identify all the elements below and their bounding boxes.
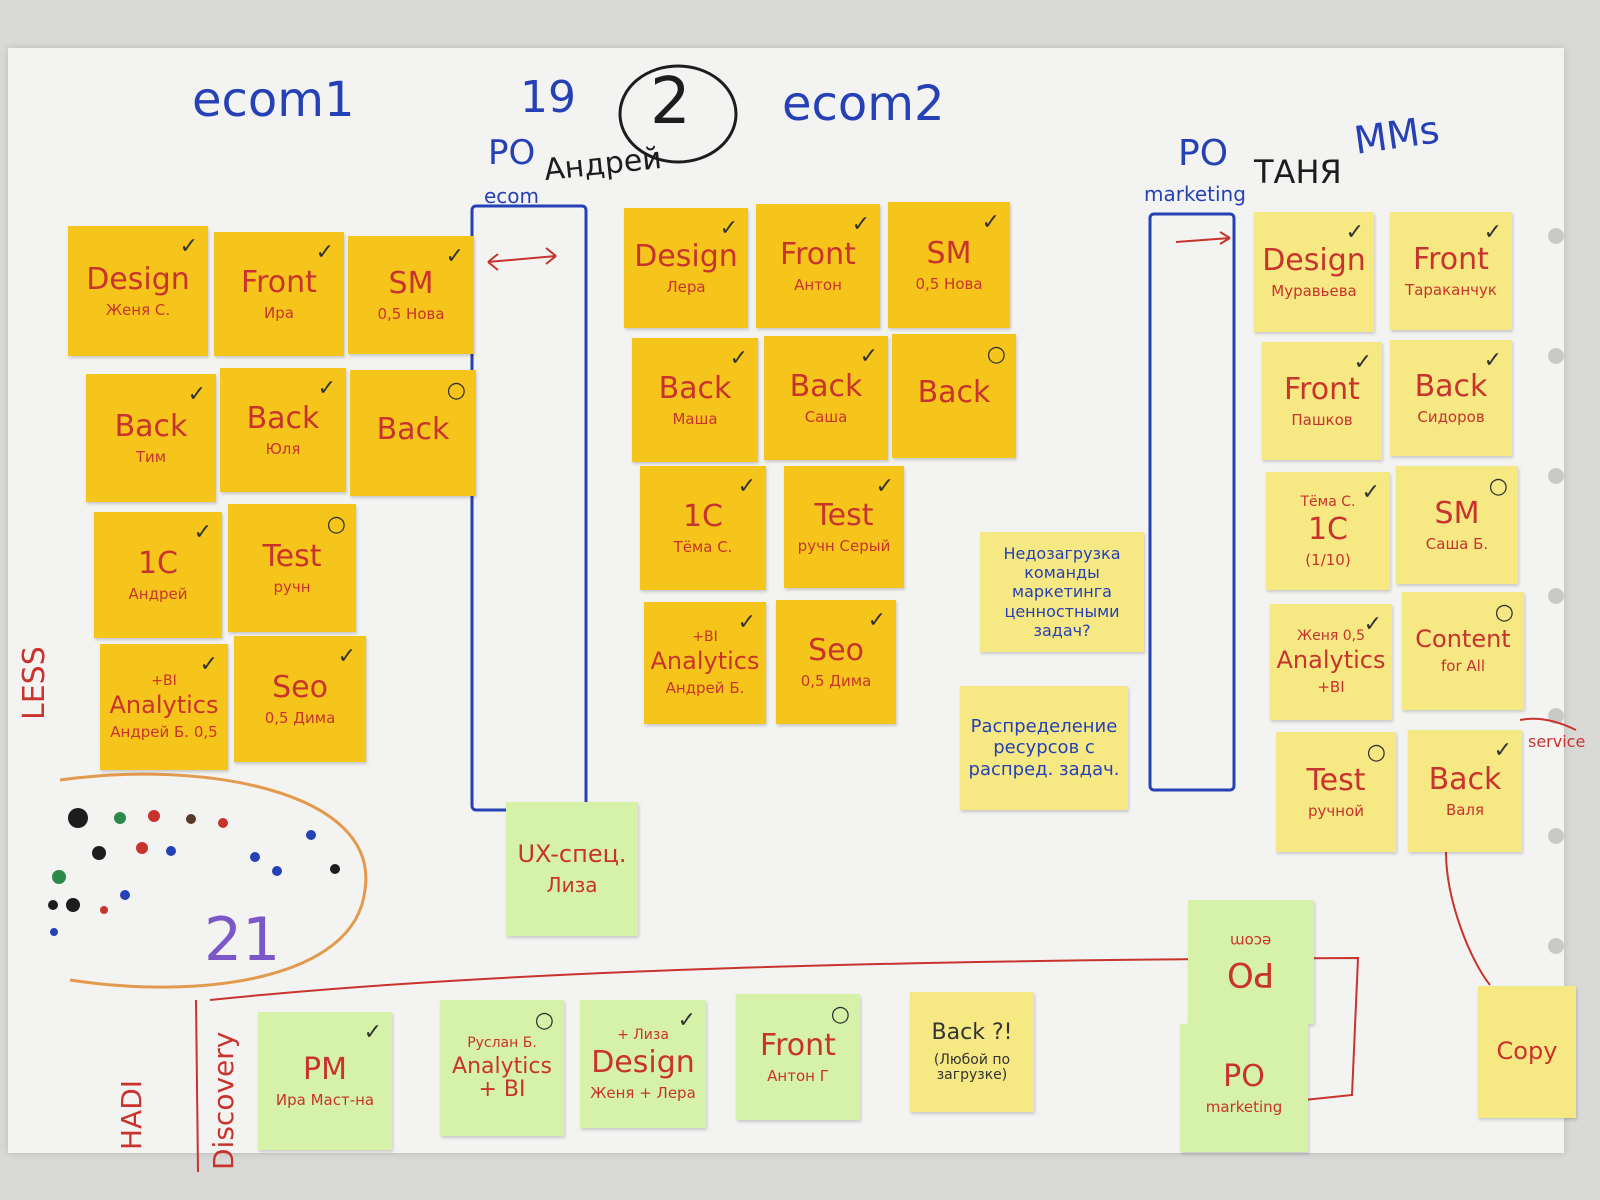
participant-dot [272,866,282,876]
po-marketing-column [1148,212,1236,792]
discovery-label: Discovery [207,1031,240,1170]
po-left-label: PO [488,133,536,173]
double-arrow-icon [487,247,557,271]
binder-hole [1548,468,1564,484]
binder-hole [1548,828,1564,844]
sticky-note: ○Руслан Б.Analytics + BI [440,1000,564,1136]
participant-dot [48,900,58,910]
ecom1-title: ecom1 [192,72,355,128]
po-ecom-column [470,204,588,812]
sticky-note-question: Недозагрузка команды маркетинга ценностн… [980,532,1144,652]
sticky-note: ○Back [892,334,1016,458]
po-right-name: ТАНЯ [1254,153,1342,191]
binder-hole [1548,588,1564,604]
participant-dot [306,830,316,840]
ecom2-title: ecom2 [782,76,945,132]
sticky-note: ✓Тёма С.1C(1/10) [1266,472,1390,590]
participants-oval [59,772,368,989]
po-right-sub: marketing [1144,182,1246,206]
circle-mark [618,64,738,164]
participant-dot [52,870,66,884]
participant-dot [50,928,58,936]
participant-dot [218,818,228,828]
number-21: 21 [204,905,281,975]
service-label: service [1528,732,1586,751]
sticky-note-resources: Распределение ресурсов с распред. задач. [960,686,1128,810]
sticky-note-copy: Copy [1478,986,1576,1118]
po-right-label: PO [1178,133,1229,174]
binder-hole [1548,228,1564,244]
sticky-note: Back ?!(Любой по загрузке) [910,992,1034,1112]
participant-dot [330,864,340,874]
circled-number: 2 [650,65,691,139]
participant-dot [186,814,196,824]
participant-dot [120,890,130,900]
participant-dot [114,812,126,824]
binder-hole [1548,348,1564,364]
participant-dot [66,898,80,912]
hadi-label: HADI [115,1079,148,1150]
arrow-right-icon [1175,231,1231,245]
participant-dot [148,810,160,822]
participant-dot [92,846,106,860]
copy-link-line [1445,851,1491,986]
participant-dot [136,842,148,854]
sticky-note-ux: UX-спец.Лиза [506,802,638,936]
discovery-divider [195,999,199,1173]
sticky-note: ○Back [350,370,476,496]
service-underline [1519,717,1577,731]
less-label: LESS [17,646,52,720]
po-left-sub: ecom [484,184,540,208]
participant-dot [166,846,176,856]
participant-dot [100,906,108,914]
mms-title: MMs [1351,107,1443,163]
binder-hole [1548,938,1564,954]
count-19: 19 [520,72,576,123]
participant-dot [68,808,88,828]
participant-dot [250,852,260,862]
